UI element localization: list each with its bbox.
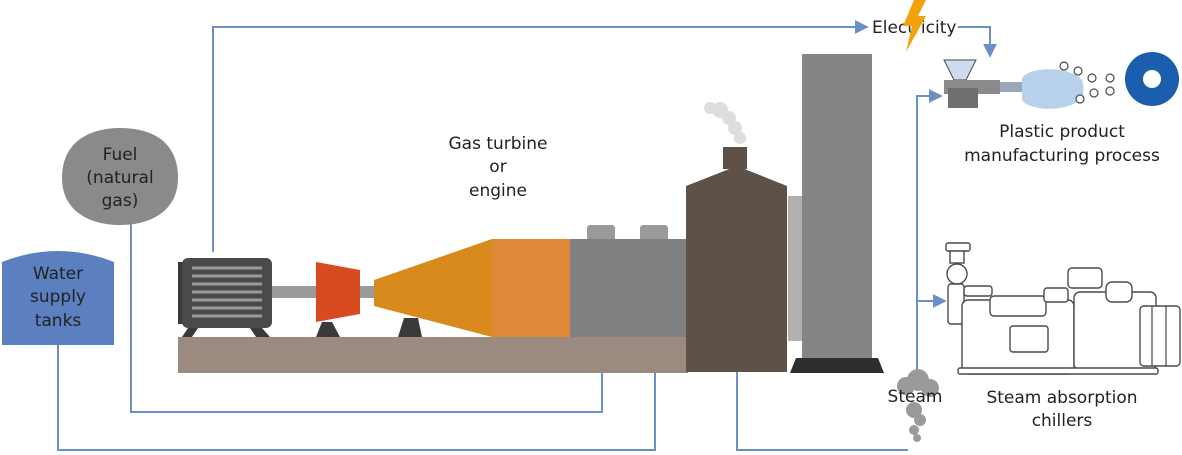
flow-lines xyxy=(57,20,997,451)
fuel-tank: Fuel (natural gas) xyxy=(62,128,178,225)
water-label-line3: tanks xyxy=(35,311,82,331)
water-supply-line xyxy=(57,335,662,451)
turbine-label-line1: Gas turbine xyxy=(448,134,547,154)
steam-icon xyxy=(897,369,939,442)
exhaust-stack xyxy=(790,54,884,373)
fuel-label-line1: Fuel xyxy=(103,145,138,165)
product-roll-icon xyxy=(1125,52,1179,106)
plastic-product-icon xyxy=(1022,61,1115,109)
chiller-icon xyxy=(945,242,1181,375)
water-tank-shape xyxy=(2,251,114,345)
steam-label: Steam xyxy=(888,387,943,407)
smoke-icon xyxy=(704,102,746,144)
shaft-2 xyxy=(360,286,374,298)
drive-shaft xyxy=(272,286,316,298)
lightning-icon xyxy=(903,0,926,52)
electricity-to-plastic-line xyxy=(958,26,997,58)
turbine-label-line2: or xyxy=(489,157,506,177)
plastic-label-line2: manufacturing process xyxy=(964,146,1160,166)
chillers-label-line1: Steam absorption xyxy=(986,388,1137,408)
water-tank: Water supply tanks xyxy=(2,251,114,345)
turbine-section xyxy=(374,239,572,337)
turbine-label-line3: engine xyxy=(469,181,527,201)
plastic-label-line1: Plastic product xyxy=(999,122,1125,142)
water-label-line1: Water xyxy=(33,264,83,284)
boiler-steam-line xyxy=(736,372,908,451)
turbine-casing xyxy=(570,225,688,337)
compressor xyxy=(316,262,360,337)
steam-to-plastic-line xyxy=(916,89,943,378)
fuel-supply-line xyxy=(130,222,609,413)
generator-motor xyxy=(178,258,272,337)
turbine-label: Gas turbine or engine xyxy=(448,134,547,201)
electricity-flow-line xyxy=(212,20,869,252)
heat-recovery-boiler xyxy=(686,147,804,372)
water-label-line2: supply xyxy=(30,287,86,307)
molding-machine-icon xyxy=(943,59,1024,108)
chillers-label-line2: chillers xyxy=(1032,411,1093,431)
fuel-tank-shape xyxy=(62,128,178,225)
fuel-label-line2: (natural xyxy=(86,168,153,188)
base-platform xyxy=(178,337,688,373)
fuel-label-line3: gas) xyxy=(102,191,139,211)
